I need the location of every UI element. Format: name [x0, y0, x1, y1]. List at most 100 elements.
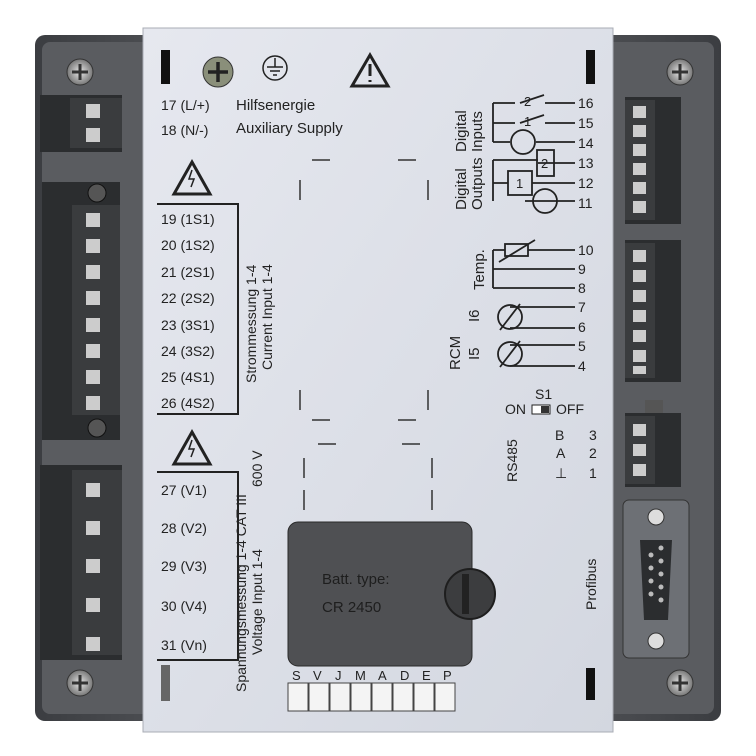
voltage-terminal-list: 27 (V1) 28 (V2) 29 (V3) 30 (V4) 31 (Vn)	[161, 482, 207, 653]
svg-text:14: 14	[578, 135, 594, 151]
warning-icon	[349, 52, 391, 88]
supply-label-de: Hilfsenergie	[236, 97, 315, 114]
dip-switch-labels: S V J M A D E P	[292, 668, 452, 683]
battery-cover[interactable]: Batt. type: CR 2450	[287, 521, 496, 667]
svg-text:31 (Vn): 31 (Vn)	[161, 637, 207, 653]
warning-icon	[171, 158, 213, 196]
ground-symbol-icon	[262, 55, 288, 81]
battery-type-label: Batt. type:	[322, 571, 390, 588]
svg-text:S: S	[292, 668, 301, 683]
svg-text:30 (V4): 30 (V4)	[161, 598, 207, 614]
svg-text:19 (1S1): 19 (1S1)	[161, 211, 215, 227]
svg-text:6: 6	[578, 319, 586, 335]
svg-text:M: M	[355, 668, 366, 683]
svg-text:16: 16	[578, 95, 594, 111]
svg-text:Inputs: Inputs	[469, 111, 486, 152]
svg-text:20 (1S2): 20 (1S2)	[161, 237, 215, 253]
battery-cover-knob[interactable]	[444, 568, 496, 620]
svg-text:25 (4S1): 25 (4S1)	[161, 369, 215, 385]
supply-label-en: Auxiliary Supply	[236, 120, 343, 137]
svg-text:21 (2S1): 21 (2S1)	[161, 264, 215, 280]
svg-text:26 (4S2): 26 (4S2)	[161, 395, 215, 411]
svg-text:Temp.: Temp.	[471, 249, 488, 290]
current-label-de: Strommessung 1-4	[243, 265, 259, 383]
terminal-label: 18 (N/-)	[161, 122, 208, 138]
marker	[161, 665, 170, 701]
svg-text:A: A	[378, 668, 387, 683]
connector-rs485[interactable]	[625, 400, 681, 487]
svg-text:D: D	[400, 668, 409, 683]
svg-text:29 (V3): 29 (V3)	[161, 558, 207, 574]
connector-digital-io[interactable]	[625, 97, 681, 224]
svg-text:P: P	[443, 668, 452, 683]
svg-text:9: 9	[578, 261, 586, 277]
svg-text:RCM: RCM	[447, 336, 464, 370]
svg-text:15: 15	[578, 115, 594, 131]
svg-text:3: 3	[589, 427, 597, 443]
svg-text:2: 2	[589, 445, 597, 461]
marker	[586, 668, 595, 700]
svg-text:A: A	[556, 445, 566, 461]
voltage-input-bracket	[157, 471, 239, 661]
svg-text:28 (V2): 28 (V2)	[161, 520, 207, 536]
svg-text:13: 13	[578, 155, 594, 171]
screw-icon	[66, 669, 94, 697]
marker	[161, 50, 170, 84]
svg-text:5: 5	[578, 338, 586, 354]
svg-text:4: 4	[578, 358, 586, 374]
svg-text:I5: I5	[466, 347, 483, 360]
rs485-section: S1 ON OFF RS485 B A ⊥ 3 2 1 Profibus	[504, 386, 599, 610]
svg-text:Digital: Digital	[453, 110, 470, 152]
svg-text:OFF: OFF	[556, 401, 584, 417]
marker	[586, 50, 595, 84]
svg-text:V: V	[313, 668, 322, 683]
screw-icon	[666, 58, 694, 86]
profibus-dsub-connector[interactable]	[622, 499, 690, 659]
svg-text:27 (V1): 27 (V1)	[161, 482, 207, 498]
svg-text:12: 12	[578, 175, 594, 191]
svg-text:8: 8	[578, 280, 586, 296]
current-label-en: Current Input 1-4	[259, 264, 275, 370]
digital-io-diagram: Digital Inputs Digital Outputs 2 1 2 1 1…	[453, 94, 594, 214]
ground-screw-icon	[202, 56, 234, 88]
svg-text:24 (3S2): 24 (3S2)	[161, 343, 215, 359]
connector-supply[interactable]	[40, 95, 122, 152]
current-input-bracket	[157, 203, 239, 415]
svg-text:7: 7	[578, 299, 586, 315]
alignment-marks	[299, 159, 433, 510]
connector-current-input[interactable]	[42, 182, 120, 440]
svg-text:1: 1	[524, 114, 531, 129]
svg-text:I6: I6	[466, 309, 483, 322]
svg-text:E: E	[422, 668, 431, 683]
svg-text:10: 10	[578, 242, 594, 258]
svg-text:1: 1	[516, 176, 523, 191]
svg-text:1: 1	[589, 465, 597, 481]
svg-text:11: 11	[578, 195, 593, 211]
profibus-label: Profibus	[583, 559, 599, 610]
voltage-rating: 600 V	[249, 450, 265, 487]
svg-text:2: 2	[541, 156, 548, 171]
temp-rcm-diagram: Temp. RCM I5 I6 10 9 8 7 6 5 4	[447, 239, 594, 374]
svg-text:Digital: Digital	[453, 168, 470, 210]
svg-text:RS485: RS485	[504, 439, 520, 482]
svg-text:Outputs: Outputs	[469, 157, 486, 210]
dip-switch-block[interactable]	[287, 682, 456, 712]
svg-text:⊥: ⊥	[555, 465, 567, 481]
warning-icon	[171, 428, 213, 466]
svg-text:J: J	[335, 668, 342, 683]
connector-voltage-input[interactable]	[40, 465, 122, 660]
terminal-label: 17 (L/+)	[161, 97, 210, 113]
screw-icon	[66, 58, 94, 86]
current-terminal-list: 19 (1S1) 20 (1S2) 21 (2S1) 22 (2S2) 23 (…	[161, 211, 215, 411]
battery-type-value: CR 2450	[322, 599, 381, 616]
svg-text:23 (3S1): 23 (3S1)	[161, 317, 215, 333]
voltage-label-de: Spannungsmessung 1-4 CAT III	[233, 494, 249, 692]
switch-s1-label: S1	[535, 386, 552, 402]
svg-text:2: 2	[524, 94, 531, 109]
connector-temp-rcm[interactable]	[625, 240, 681, 382]
svg-text:ON: ON	[505, 401, 526, 417]
screw-icon	[666, 669, 694, 697]
svg-text:22 (2S2): 22 (2S2)	[161, 290, 215, 306]
